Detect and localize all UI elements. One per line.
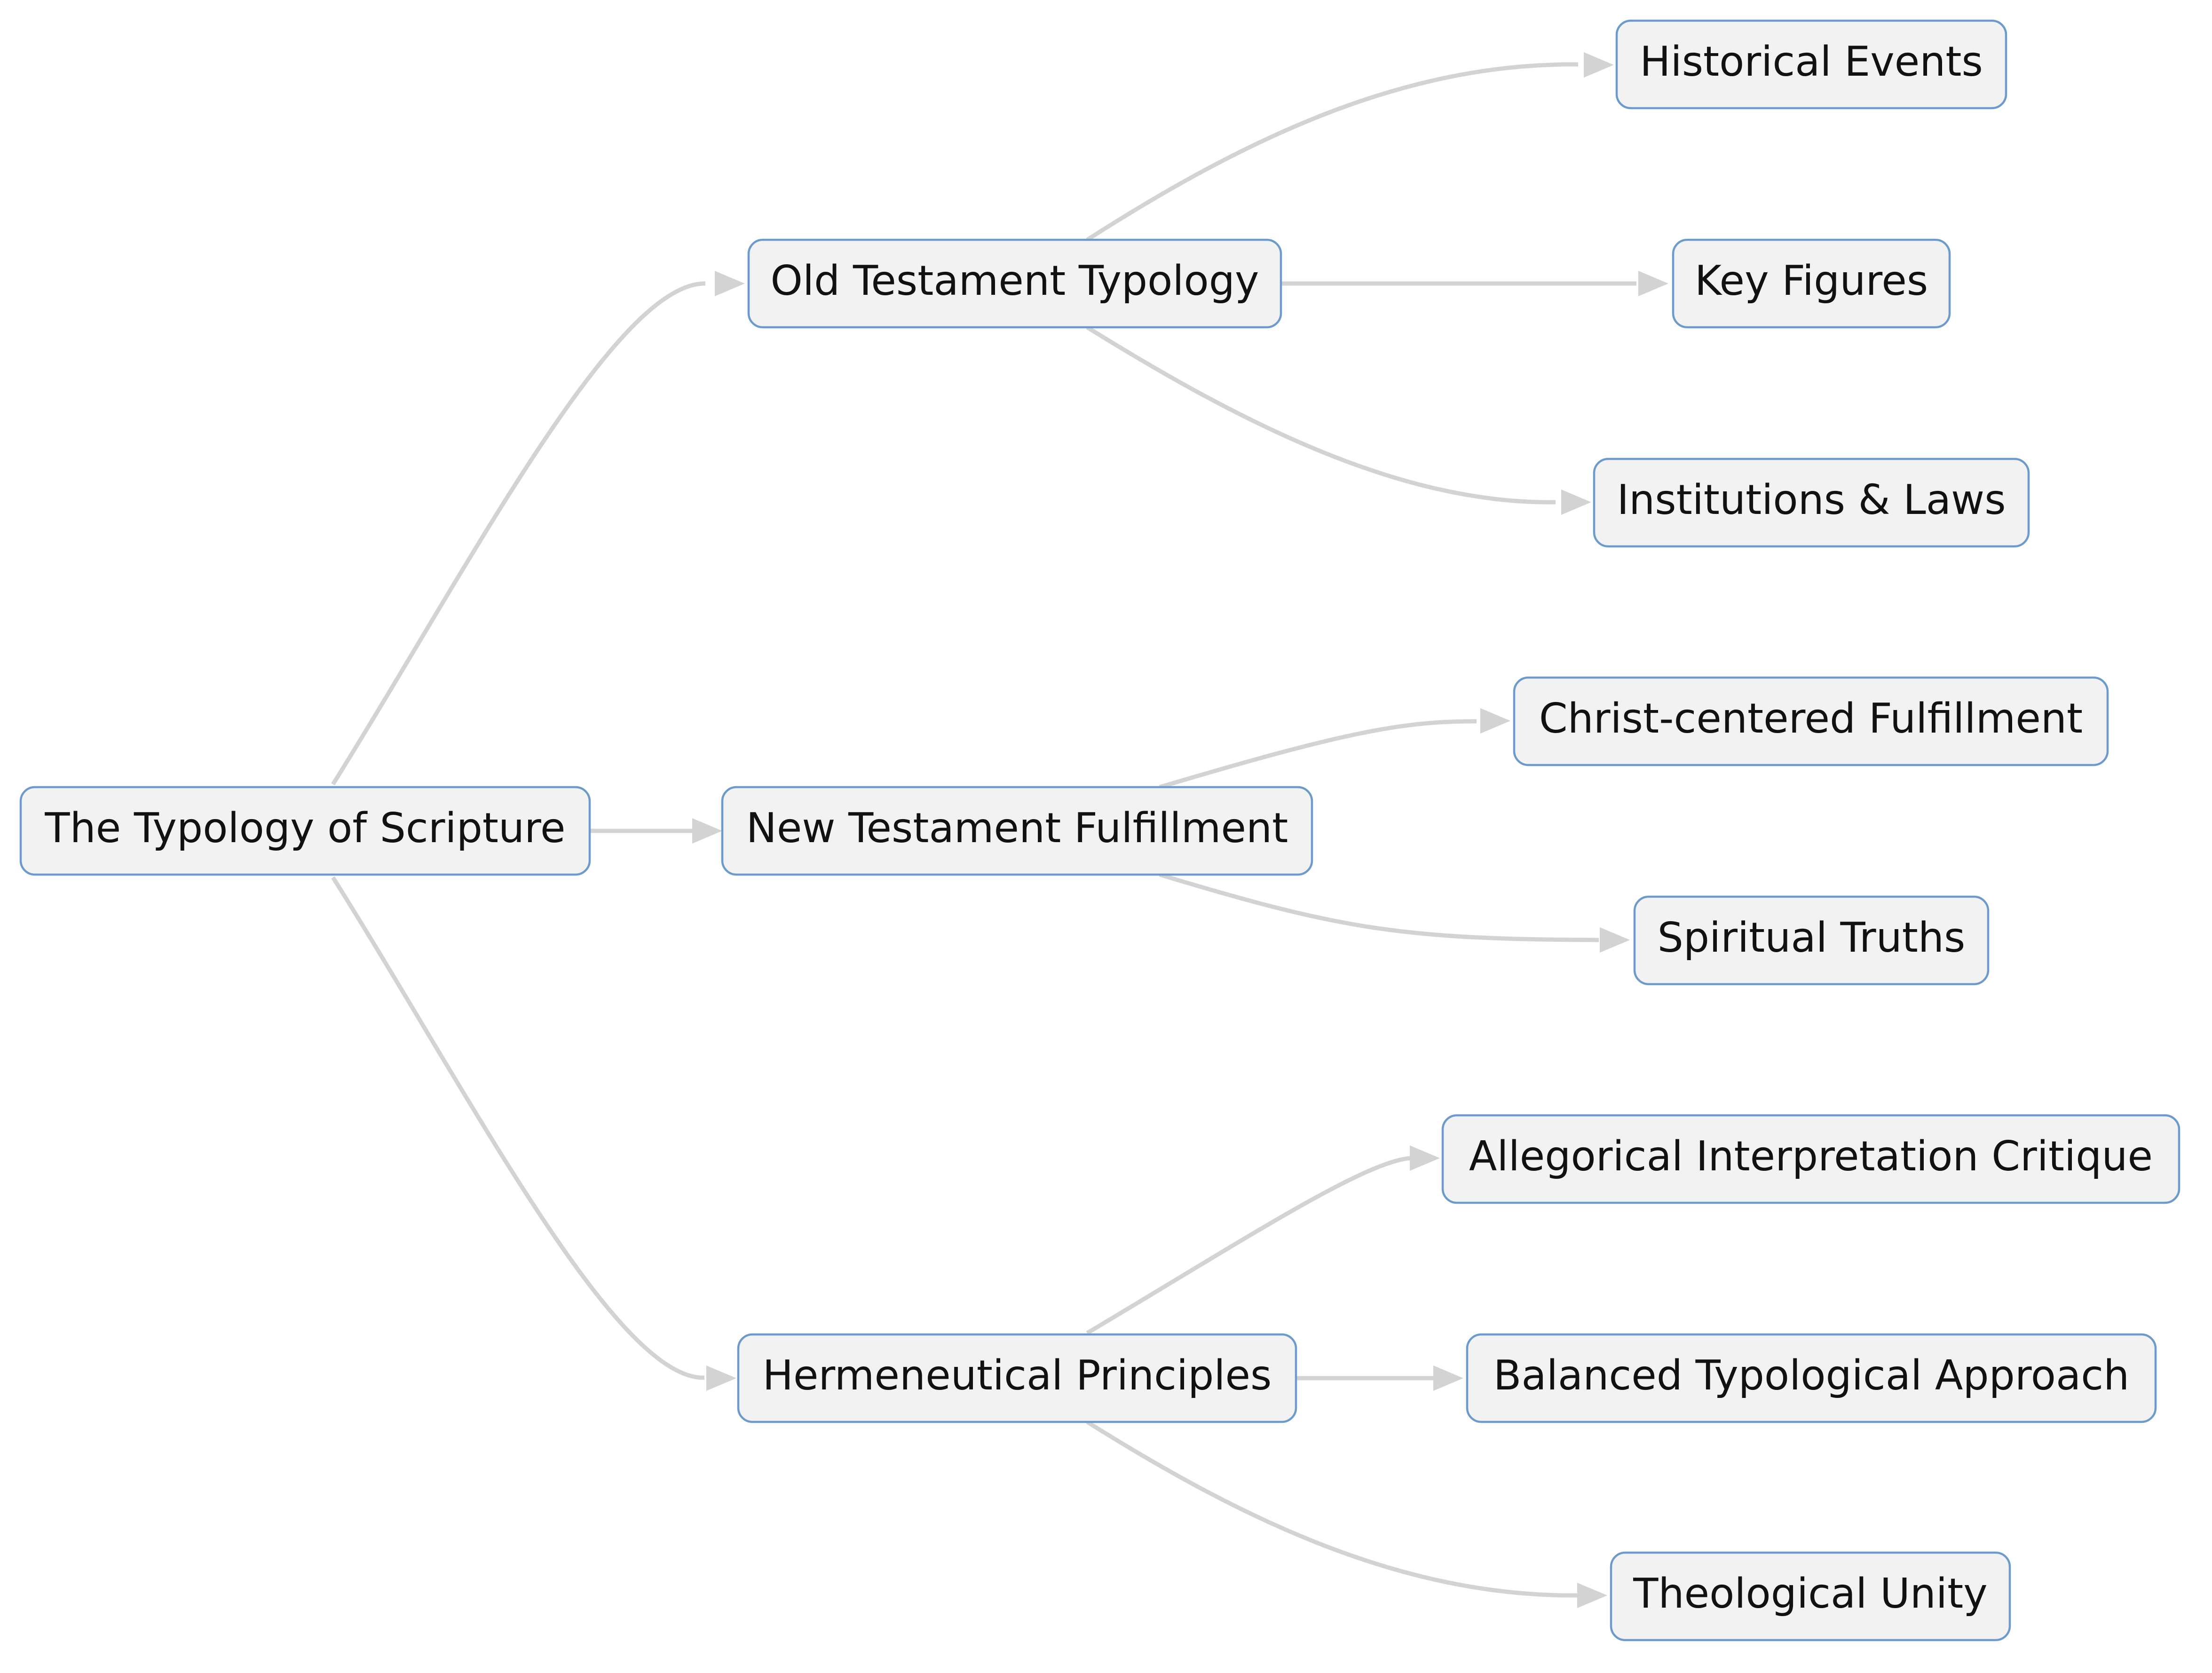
node-key-figures[interactable]: Key Figures <box>1672 238 1951 329</box>
node-institutions-laws[interactable]: Institutions & Laws <box>1593 458 2030 548</box>
edge-root-to-nt <box>590 818 722 844</box>
edges <box>331 52 1668 1608</box>
node-label: Institutions & Laws <box>1617 476 2006 524</box>
edge-nt-to-cf <box>1159 708 1510 789</box>
node-label: Key Figures <box>1695 257 1928 305</box>
edge-hp-to-aic <box>1086 1145 1440 1335</box>
node-hermeneutical-principles[interactable]: Hermeneutical Principles <box>737 1333 1297 1423</box>
node-label: Old Testament Typology <box>771 257 1259 305</box>
node-label: Balanced Typological Approach <box>1493 1351 2130 1399</box>
edge-ot-to-he <box>1086 52 1614 242</box>
edge-hp-to-tu <box>1086 1420 1607 1608</box>
node-label: Hermeneutical Principles <box>763 1351 1272 1399</box>
node-balanced-typological-approach[interactable]: Balanced Typological Approach <box>1466 1333 2157 1423</box>
node-spiritual-truths[interactable]: Spiritual Truths <box>1633 895 1990 986</box>
node-label: Christ-centered Fulfillment <box>1539 694 2083 742</box>
node-allegorical-interpretation-critique[interactable]: Allegorical Interpretation Critique <box>1441 1114 2180 1204</box>
edge-ot-to-il <box>1086 325 1591 515</box>
node-root[interactable]: The Typology of Scripture <box>19 786 591 876</box>
node-label: The Typology of Scripture <box>44 804 565 852</box>
node-historical-events[interactable]: Historical Events <box>1615 19 2007 110</box>
edge-ot-to-kf <box>1281 271 1668 296</box>
edge-hp-to-bta <box>1289 1365 1463 1391</box>
node-new-testament-fulfillment[interactable]: New Testament Fulfillment <box>721 786 1313 876</box>
nodes: The Typology of Scripture Old Testament … <box>19 19 2180 1641</box>
node-old-testament-typology[interactable]: Old Testament Typology <box>747 238 1282 329</box>
node-label: New Testament Fulfillment <box>746 804 1288 852</box>
node-christ-centered-fulfillment[interactable]: Christ-centered Fulfillment <box>1513 676 2109 766</box>
node-theological-unity[interactable]: Theological Unity <box>1610 1551 2011 1641</box>
edge-root-to-hp <box>331 876 736 1391</box>
node-label: Spiritual Truths <box>1658 914 1966 962</box>
edge-root-to-ot <box>331 271 745 786</box>
node-label: Theological Unity <box>1633 1570 1987 1618</box>
node-label: Allegorical Interpretation Critique <box>1469 1132 2153 1180</box>
edge-nt-to-st <box>1159 872 1630 953</box>
node-label: Historical Events <box>1640 38 1983 86</box>
